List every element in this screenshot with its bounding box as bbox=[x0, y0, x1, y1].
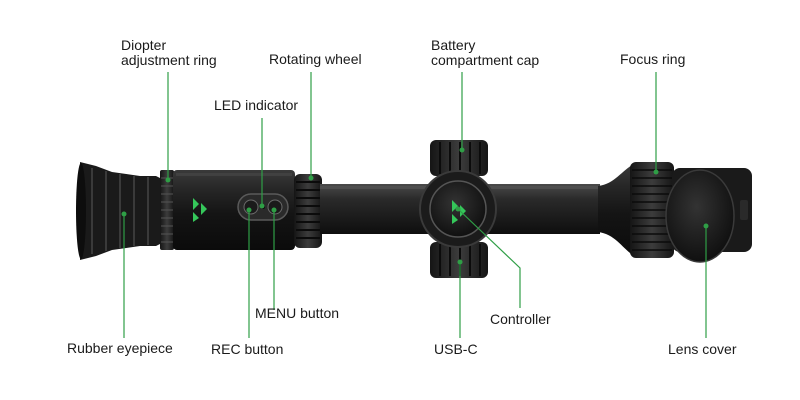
eyepiece-housing bbox=[173, 170, 295, 250]
dot-battery bbox=[459, 147, 465, 153]
label-rotating-wheel: Rotating wheel bbox=[269, 51, 362, 67]
dot-rotating-wheel bbox=[308, 175, 314, 181]
dot-led bbox=[259, 203, 265, 209]
label-diopter-line2: adjustment ring bbox=[121, 52, 217, 68]
focus-ring bbox=[630, 162, 674, 258]
leader-controller bbox=[457, 208, 521, 308]
label-usb-c: USB-C bbox=[434, 341, 478, 357]
lens-cover bbox=[665, 168, 752, 263]
label-focus-ring: Focus ring bbox=[620, 51, 686, 67]
dot-rec bbox=[246, 207, 252, 213]
label-battery-line2: compartment cap bbox=[431, 52, 540, 68]
dot-lens-cover bbox=[703, 223, 709, 229]
label-controller: Controller bbox=[490, 311, 551, 327]
dot-menu bbox=[271, 207, 277, 213]
objective-body bbox=[598, 164, 640, 256]
label-diopter: Diopter adjustment ring bbox=[121, 38, 217, 68]
diopter-adjustment-ring bbox=[160, 170, 174, 250]
label-battery-line1: Battery bbox=[431, 37, 476, 53]
label-lens-cover: Lens cover bbox=[668, 341, 737, 357]
rotating-wheel bbox=[294, 174, 322, 248]
label-led-indicator: LED indicator bbox=[214, 97, 299, 113]
label-battery: Battery compartment cap bbox=[431, 38, 539, 68]
label-rubber-eyepiece: Rubber eyepiece bbox=[67, 340, 173, 356]
dot-usb bbox=[457, 259, 463, 265]
logo-mark bbox=[193, 198, 207, 222]
label-rec-button: REC button bbox=[211, 341, 284, 357]
dot-focus-ring bbox=[653, 169, 659, 175]
dot-eyepiece bbox=[121, 211, 127, 217]
rubber-eyepiece bbox=[76, 162, 160, 260]
dot-diopter bbox=[165, 177, 171, 183]
label-diopter-line1: Diopter bbox=[121, 37, 167, 53]
label-menu-button: MENU button bbox=[255, 305, 340, 321]
battery-compartment-cap bbox=[430, 140, 488, 176]
dot-controller bbox=[455, 206, 461, 212]
